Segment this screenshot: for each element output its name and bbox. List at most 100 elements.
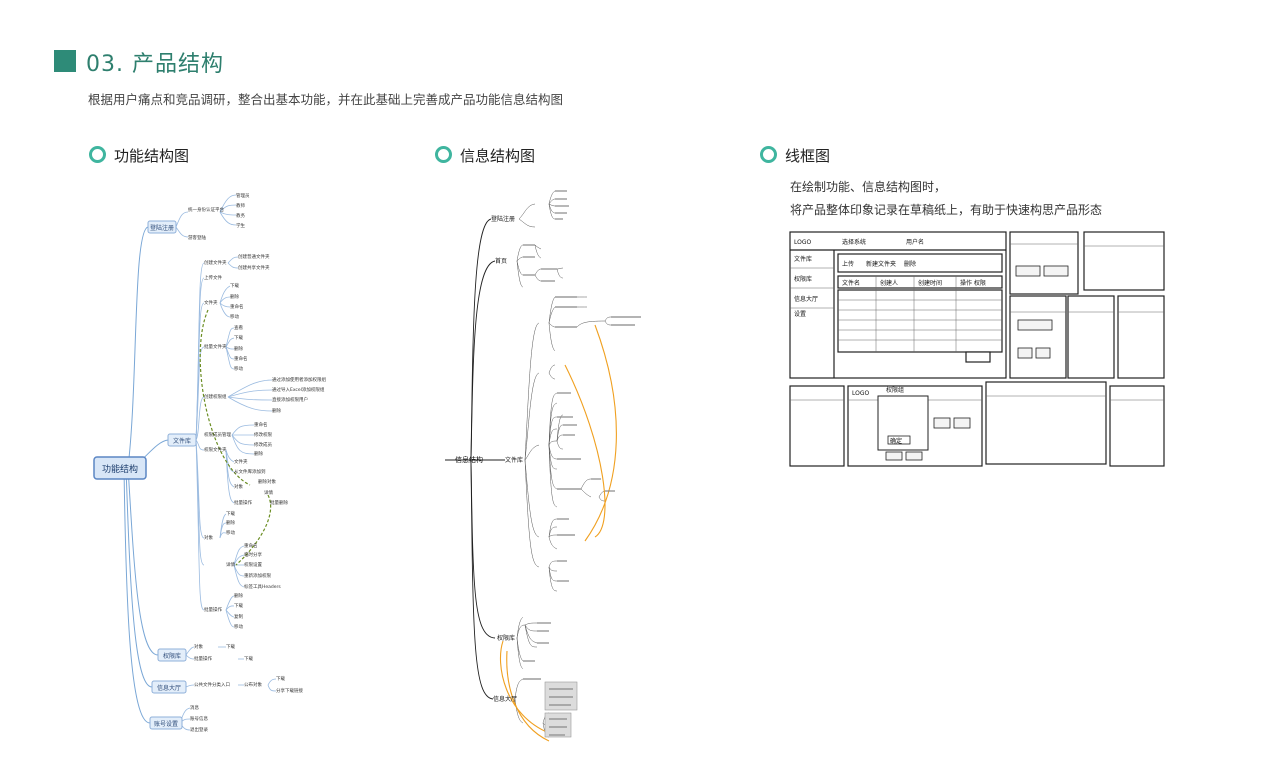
func-leaf: 移动	[234, 365, 243, 372]
info-node-file-lib: 文件库	[505, 456, 523, 464]
func-leaf: 对象	[204, 534, 213, 541]
func-leaf: 临时分享	[244, 551, 262, 558]
func-leaf: 权限文件夹	[204, 446, 227, 453]
info-node-perm-lib: 权限库	[497, 634, 515, 642]
page-title: 03. 产品结构	[86, 52, 224, 77]
branch-login: 登陆注册	[150, 224, 174, 232]
func-leaf: 修改权限	[254, 431, 272, 438]
wireframe-bottom-logo: LOGO	[852, 390, 870, 397]
wireframe-table-header: 创建时间	[918, 279, 942, 287]
func-leaf: 下载	[276, 675, 285, 682]
section-title-wire: 线框图	[785, 147, 831, 165]
info-node-info-hall: 信息大厅	[493, 695, 517, 703]
section-ring-icon	[760, 146, 777, 163]
func-leaf: 账号信息	[190, 715, 208, 722]
func-leaf: 详情	[226, 561, 235, 568]
branch-file-share: 文件库	[173, 437, 191, 445]
func-leaf: 删除	[230, 293, 239, 300]
branch-info-hall: 信息大厅	[157, 684, 181, 692]
info-node-home: 首页	[495, 257, 507, 265]
info-structure-map: 信息结构 登陆注册 首页 文件库 权限库 信息大厅	[445, 190, 641, 742]
wireframe-table-header: 操作 权限	[960, 279, 986, 287]
func-leaf: 下载	[226, 510, 235, 517]
func-leaf: 公共文件分类入口	[194, 681, 230, 688]
func-leaf: 复制	[234, 613, 243, 620]
func-leaf: 直接添加权限用户	[272, 396, 308, 403]
branch-account: 账号设置	[154, 720, 178, 728]
func-leaf: 删除	[254, 450, 263, 457]
section-ring-icon	[89, 146, 106, 163]
func-leaf: 重命名	[254, 421, 268, 428]
func-leaf: 删除对象	[258, 478, 276, 485]
func-leaf: 批量操作	[234, 499, 252, 506]
wireframe-table-header: 创建人	[880, 279, 898, 287]
func-leaf: 查看	[234, 324, 243, 331]
func-leaf: 创建权限组	[204, 393, 227, 400]
func-leaf: 学生	[236, 222, 245, 229]
func-leaf: 批量操作	[204, 606, 222, 613]
func-leaf: 分享下载链接	[276, 687, 303, 694]
func-leaf: 重命名	[234, 355, 248, 362]
func-leaf: 从文件库添加到	[234, 468, 266, 475]
wireframe-toolbar-item: 上传	[842, 260, 854, 268]
wireframe-desc-line2: 将产品整体印象记录在草稿纸上，有助于快速构思产品形态	[790, 203, 1103, 217]
func-leaf: 教务	[236, 212, 245, 219]
wireframe-sidebar-item: 权限库	[794, 275, 812, 283]
func-leaf: 消息	[190, 704, 199, 711]
func-leaf: 创建普通文件夹	[238, 253, 270, 260]
header-accent-square	[54, 50, 76, 72]
func-leaf: 教师	[236, 202, 245, 209]
func-leaf: 批量操作	[194, 655, 212, 662]
func-leaf: 标签工具Headers	[244, 583, 281, 590]
func-leaf: 详情	[264, 489, 273, 496]
func-leaf: 重命名	[244, 542, 258, 549]
page-subtitle: 根据用户痛点和竞品调研，整合出基本功能，并在此基础上完善成产品功能信息结构图	[88, 92, 564, 107]
func-leaf: 移动	[226, 529, 235, 536]
func-leaf: 对象	[234, 483, 243, 490]
func-leaf: 通过添加使用者添加权限组	[272, 376, 326, 383]
func-leaf: 删除	[226, 519, 235, 526]
branch-permission: 权限库	[163, 652, 181, 660]
func-leaf: 修改成员	[254, 441, 272, 448]
func-leaf: 创建共享文件夹	[238, 264, 270, 271]
func-leaf: 重新添加权限	[244, 572, 271, 579]
func-leaf: 对象	[194, 643, 203, 650]
func-leaf: 创建文件夹	[204, 259, 227, 266]
func-leaf: 移动	[230, 313, 239, 320]
func-leaf: 删除	[234, 345, 243, 352]
func-root-label: 功能结构	[102, 463, 138, 475]
func-leaf: 通过导入Excel添加权限组	[272, 386, 325, 393]
func-leaf: 批量文件夹	[204, 343, 227, 350]
section-title-info: 信息结构图	[460, 147, 536, 165]
func-leaf: 统一身份认证平台	[188, 206, 224, 213]
func-leaf: 管理员	[236, 192, 250, 199]
func-leaf: 下载	[234, 334, 243, 341]
func-leaf: 权限设置	[244, 561, 262, 568]
section-title-func: 功能结构图	[114, 147, 190, 165]
wireframe-toolbar-item: 删除	[904, 260, 916, 268]
function-mind-map: 功能结构 登陆注册 文件库 权限库 信息大厅 账号设置 统一身份认证平台 游客登…	[93, 192, 326, 733]
func-leaf: 退出登录	[190, 726, 208, 733]
info-root-label: 信息结构	[455, 455, 483, 464]
wireframe-user: 用户名	[906, 238, 924, 246]
section-ring-icon	[435, 146, 452, 163]
func-leaf: 删除	[272, 407, 281, 414]
wireframe-header: 选择系统	[842, 238, 866, 246]
func-leaf: 文件夹	[204, 299, 218, 306]
func-leaf: 删除	[234, 592, 243, 599]
wireframe-confirm: 确定	[890, 437, 902, 445]
wireframe-sketches: LOGO 选择系统 用户名 文件库 权限库 信息大厅 设置 上传 新建文件夹 删…	[789, 231, 1165, 467]
func-leaf: 权限成员管理	[204, 431, 231, 438]
func-leaf: 重命名	[230, 303, 244, 310]
func-leaf: 下载	[234, 602, 243, 609]
wireframe-logo: LOGO	[794, 239, 812, 246]
wireframe-table-header: 文件名	[842, 279, 860, 287]
func-leaf: 公布对象	[244, 681, 262, 688]
wireframe-sidebar-item: 文件库	[794, 255, 812, 263]
wireframe-desc-line1: 在绘制功能、信息结构图时，	[790, 180, 947, 194]
func-leaf: 下载	[230, 282, 239, 289]
wireframe-sidebar-item: 设置	[794, 310, 806, 318]
info-node-login: 登陆注册	[491, 215, 515, 223]
func-leaf: 批量删除	[270, 499, 288, 506]
func-leaf: 下载	[226, 643, 235, 650]
